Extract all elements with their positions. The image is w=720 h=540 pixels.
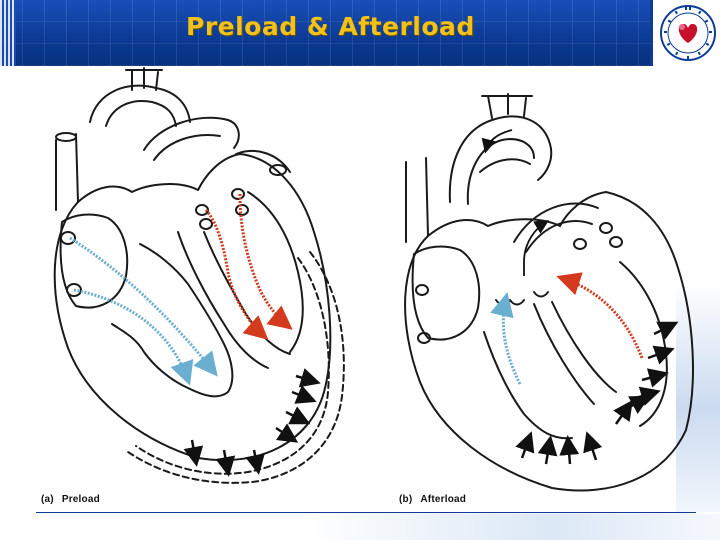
slide-header: Preload & Afterload [0, 0, 720, 66]
society-seal-icon [660, 5, 716, 61]
logo-box [650, 0, 720, 66]
panel-b-blue-arrow [490, 292, 522, 385]
caption-afterload: (b) Afterload [399, 494, 466, 505]
caption-letter: (b) [399, 494, 413, 505]
panel-a-black-arrows [183, 368, 321, 477]
panel-a-heart [53, 67, 345, 484]
panel-b-aorta-arrows [481, 129, 550, 276]
background-decoration [676, 280, 720, 512]
panel-b-heart [404, 93, 694, 492]
panel-b-black-arrows [515, 321, 679, 465]
panel-a-red-arrows [204, 193, 293, 340]
background-decoration [300, 514, 720, 540]
caption-label: Afterload [420, 494, 467, 505]
caption-letter: (a) [41, 494, 54, 505]
panel-b-red-arrow [556, 272, 644, 359]
slide-title: Preload & Afterload [186, 12, 475, 41]
caption-preload: (a) Preload [41, 494, 100, 505]
header-stripes [0, 0, 16, 66]
heart-diagram [53, 67, 694, 492]
panel-a-blue-arrows [69, 236, 218, 386]
caption-label: Preload [61, 494, 100, 505]
bottom-rule [36, 512, 696, 513]
